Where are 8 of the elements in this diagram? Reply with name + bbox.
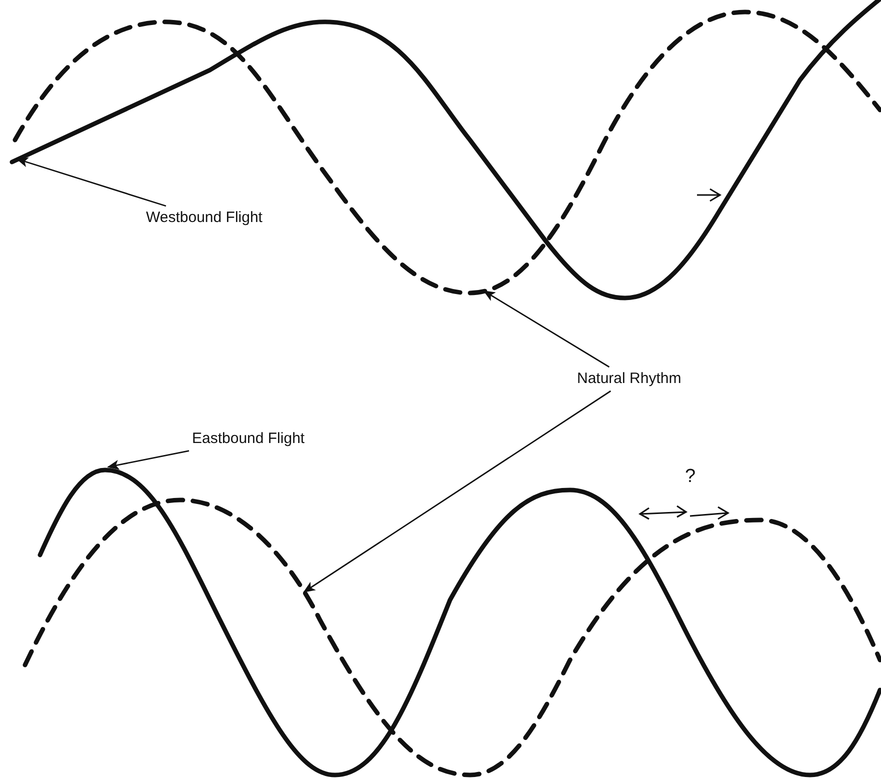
- leader-line: [16, 158, 166, 207]
- curve-label: Natural Rhythm: [577, 370, 682, 388]
- curve-label: Eastbound Flight: [192, 430, 305, 448]
- leader-line: [107, 450, 190, 470]
- leader-line: [483, 290, 610, 368]
- leader-line: [303, 390, 612, 593]
- question-mark-label: ?: [685, 466, 696, 488]
- curve-label: Westbound Flight: [146, 209, 262, 227]
